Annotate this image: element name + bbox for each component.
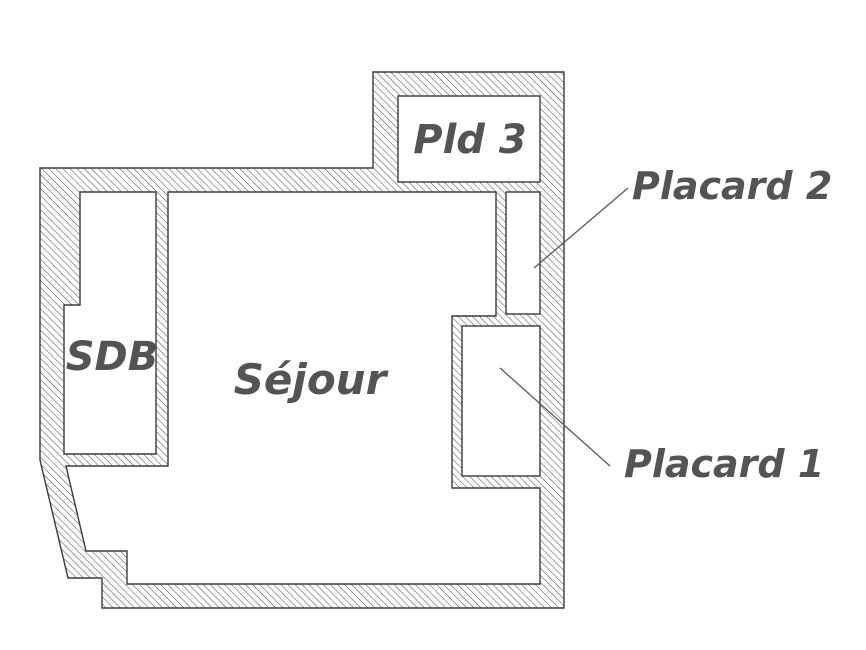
label-pld3: Pld 3 xyxy=(413,117,526,163)
label-sejour: Séjour xyxy=(234,355,389,404)
room-placard2 xyxy=(505,191,541,315)
room-placard1 xyxy=(461,325,541,477)
leader-line-placard2 xyxy=(533,187,629,269)
room-sejour xyxy=(65,191,541,585)
room-pld3 xyxy=(397,95,541,183)
label-placard2: Placard 2 xyxy=(632,164,832,208)
label-sdb: SDB xyxy=(66,334,159,380)
leader-line-placard1 xyxy=(499,367,611,467)
room-sdb xyxy=(63,191,157,455)
label-placard1: Placard 1 xyxy=(624,442,824,486)
